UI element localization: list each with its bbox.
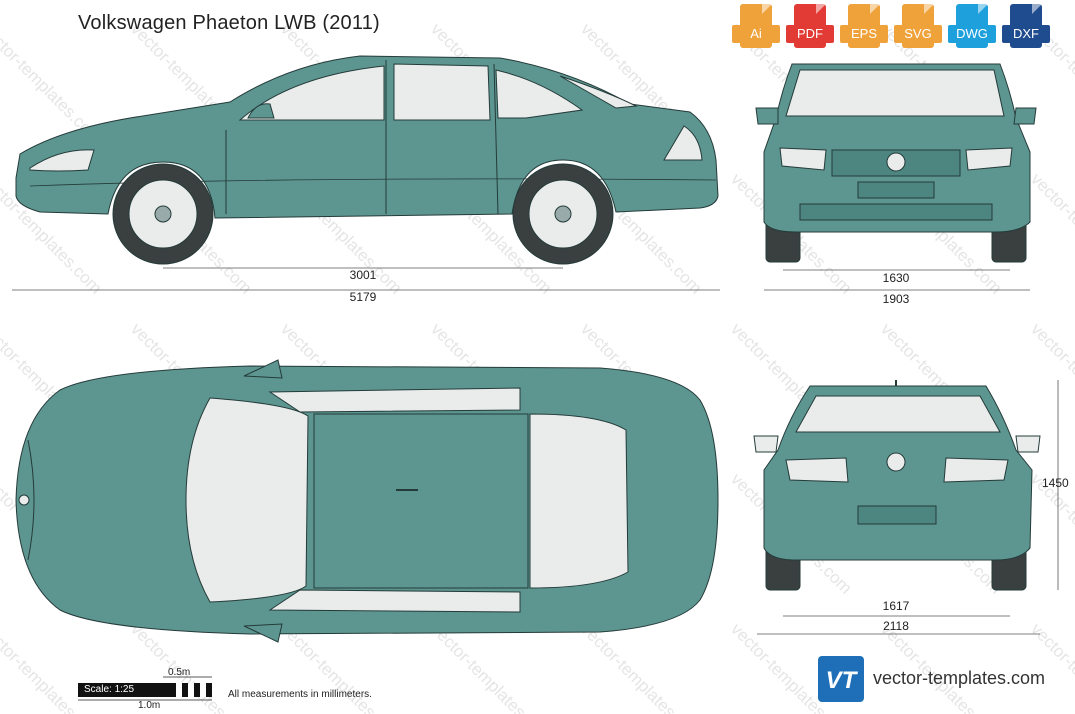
rear-left-mirror xyxy=(753,435,779,453)
rear-right-mirror xyxy=(1015,435,1041,453)
side-rear-wheel xyxy=(512,163,614,265)
watermark-text: vector-templates.com xyxy=(877,619,1005,714)
dim-rear-width: 2118 xyxy=(883,619,909,633)
watermark-text: vector-templates.com xyxy=(427,619,555,714)
side-mirror xyxy=(247,103,275,119)
rear-left-taillight xyxy=(785,457,849,483)
dwg-file-icon[interactable]: DWG xyxy=(948,4,996,52)
scale-half-meter: 0.5m xyxy=(168,667,191,678)
front-plate xyxy=(857,181,935,199)
top-windshield xyxy=(185,397,309,603)
format-label: DXF xyxy=(1002,25,1050,43)
top-roof xyxy=(313,413,529,589)
side-front-wheel xyxy=(112,163,214,265)
front-dimension-lines xyxy=(764,269,1030,291)
top-right-mirror xyxy=(243,623,283,643)
file-fold-shape xyxy=(762,4,772,14)
top-left-side-glass xyxy=(268,387,521,413)
rear-plate xyxy=(857,505,937,525)
file-fold-shape xyxy=(1032,4,1042,14)
file-fold-shape xyxy=(870,4,880,14)
file-fold-shape xyxy=(924,4,934,14)
eps-file-icon[interactable]: EPS xyxy=(840,4,888,52)
format-label: DWG xyxy=(948,25,996,43)
vt-logo: VT xyxy=(818,656,864,702)
page-title: Volkswagen Phaeton LWB (2011) xyxy=(78,12,380,34)
side-quarter-window xyxy=(495,69,584,119)
ai-file-icon[interactable]: Ai xyxy=(732,4,780,52)
front-vw-badge xyxy=(886,152,906,172)
watermark-text: vector-templates.com xyxy=(1027,619,1075,714)
brand-link[interactable]: vector-templates.com xyxy=(873,668,1046,688)
side-mid-window xyxy=(393,63,491,121)
file-fold-shape xyxy=(978,4,988,14)
front-windshield xyxy=(785,69,1005,117)
pdf-file-icon[interactable]: PDF xyxy=(786,4,834,52)
side-view xyxy=(15,55,719,265)
top-rear-window xyxy=(529,413,629,589)
rear-right-taillight xyxy=(943,457,1009,483)
dxf-file-icon[interactable]: DXF xyxy=(1002,4,1050,52)
dim-rear-track: 1617 xyxy=(882,599,910,613)
format-label: PDF xyxy=(786,25,834,43)
format-label: EPS xyxy=(840,25,888,43)
rear-view xyxy=(753,380,1041,591)
dim-wheelbase: 3001 xyxy=(349,268,377,282)
rear-vw-badge xyxy=(886,452,906,472)
front-right-headlight xyxy=(965,147,1013,171)
vt-logo-text: VT xyxy=(826,667,859,694)
side-dimension-lines xyxy=(12,267,720,291)
side-rear-glass xyxy=(559,75,638,109)
scale-bar-graphic xyxy=(78,676,212,701)
watermark-text: vector-templates.com xyxy=(1027,319,1075,447)
watermark-text: vector-templates.com xyxy=(1027,169,1075,297)
svg-file-icon[interactable]: SVG xyxy=(894,4,942,52)
rear-dimension-lines xyxy=(757,380,1059,635)
front-lower-intake xyxy=(799,203,993,221)
watermark-text: vector-templates.com xyxy=(577,619,705,714)
front-right-mirror xyxy=(1013,107,1037,125)
scale-label: Scale: 1:25 xyxy=(84,684,135,695)
format-label: SVG xyxy=(894,25,942,43)
rear-window xyxy=(795,395,1001,433)
front-view xyxy=(755,63,1037,263)
measurement-note: All measurements in millimeters. xyxy=(228,689,372,700)
front-left-headlight xyxy=(779,147,827,171)
dim-length: 5179 xyxy=(349,290,377,304)
scale-one-meter: 1.0m xyxy=(138,700,161,711)
dim-front-width: 1903 xyxy=(882,292,910,306)
top-right-side-glass xyxy=(268,589,521,613)
front-left-mirror xyxy=(755,107,779,125)
side-headlight xyxy=(29,149,95,172)
top-left-mirror xyxy=(243,359,283,379)
side-taillight xyxy=(663,125,703,161)
top-view xyxy=(15,359,719,643)
file-fold-shape xyxy=(816,4,826,14)
format-label: Ai xyxy=(732,25,780,43)
top-vw-badge xyxy=(18,494,30,506)
dim-height: 1450 xyxy=(1042,476,1069,490)
dim-front-track: 1630 xyxy=(882,271,910,285)
